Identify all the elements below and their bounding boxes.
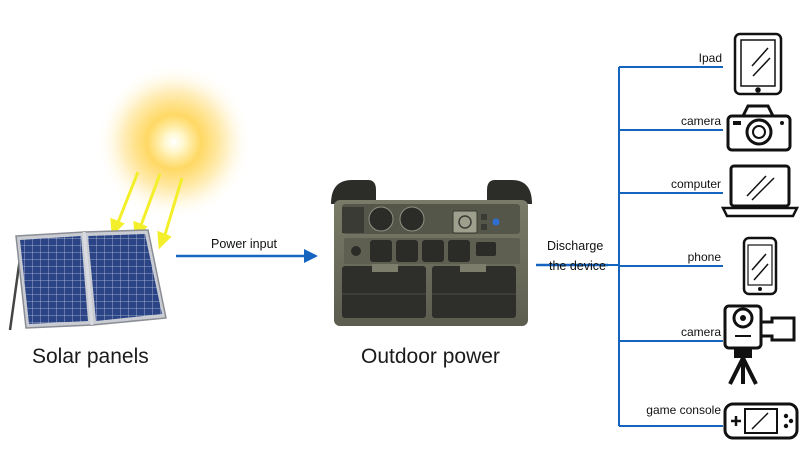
solar-panels-label: Solar panels bbox=[32, 345, 149, 368]
laptop-icon bbox=[720, 164, 800, 218]
device-tree-lines bbox=[608, 66, 723, 427]
solar-panel-icon bbox=[8, 229, 167, 331]
power-input-label: Power input bbox=[211, 237, 278, 251]
device-label-video-camera: camera bbox=[680, 325, 721, 339]
camera-icon bbox=[726, 104, 792, 152]
device-label-camera: camera bbox=[680, 114, 721, 128]
video-camera-icon bbox=[723, 304, 796, 385]
device-label-ipad: Ipad bbox=[698, 51, 722, 65]
device-label-phone: phone bbox=[687, 250, 721, 264]
sun-icon bbox=[96, 64, 252, 220]
outdoor-power-label: Outdoor power bbox=[361, 345, 500, 368]
discharge-label-line2: the device bbox=[549, 259, 606, 273]
tablet-icon bbox=[733, 32, 783, 96]
power-station-icon bbox=[331, 180, 532, 326]
power-input-arrow bbox=[176, 249, 318, 263]
discharge-label: Discharge bbox=[547, 239, 604, 253]
phone-icon bbox=[742, 236, 778, 296]
game-console-icon bbox=[723, 402, 799, 440]
device-label-computer: computer bbox=[670, 177, 721, 191]
device-label-game-console: game console bbox=[646, 403, 721, 417]
